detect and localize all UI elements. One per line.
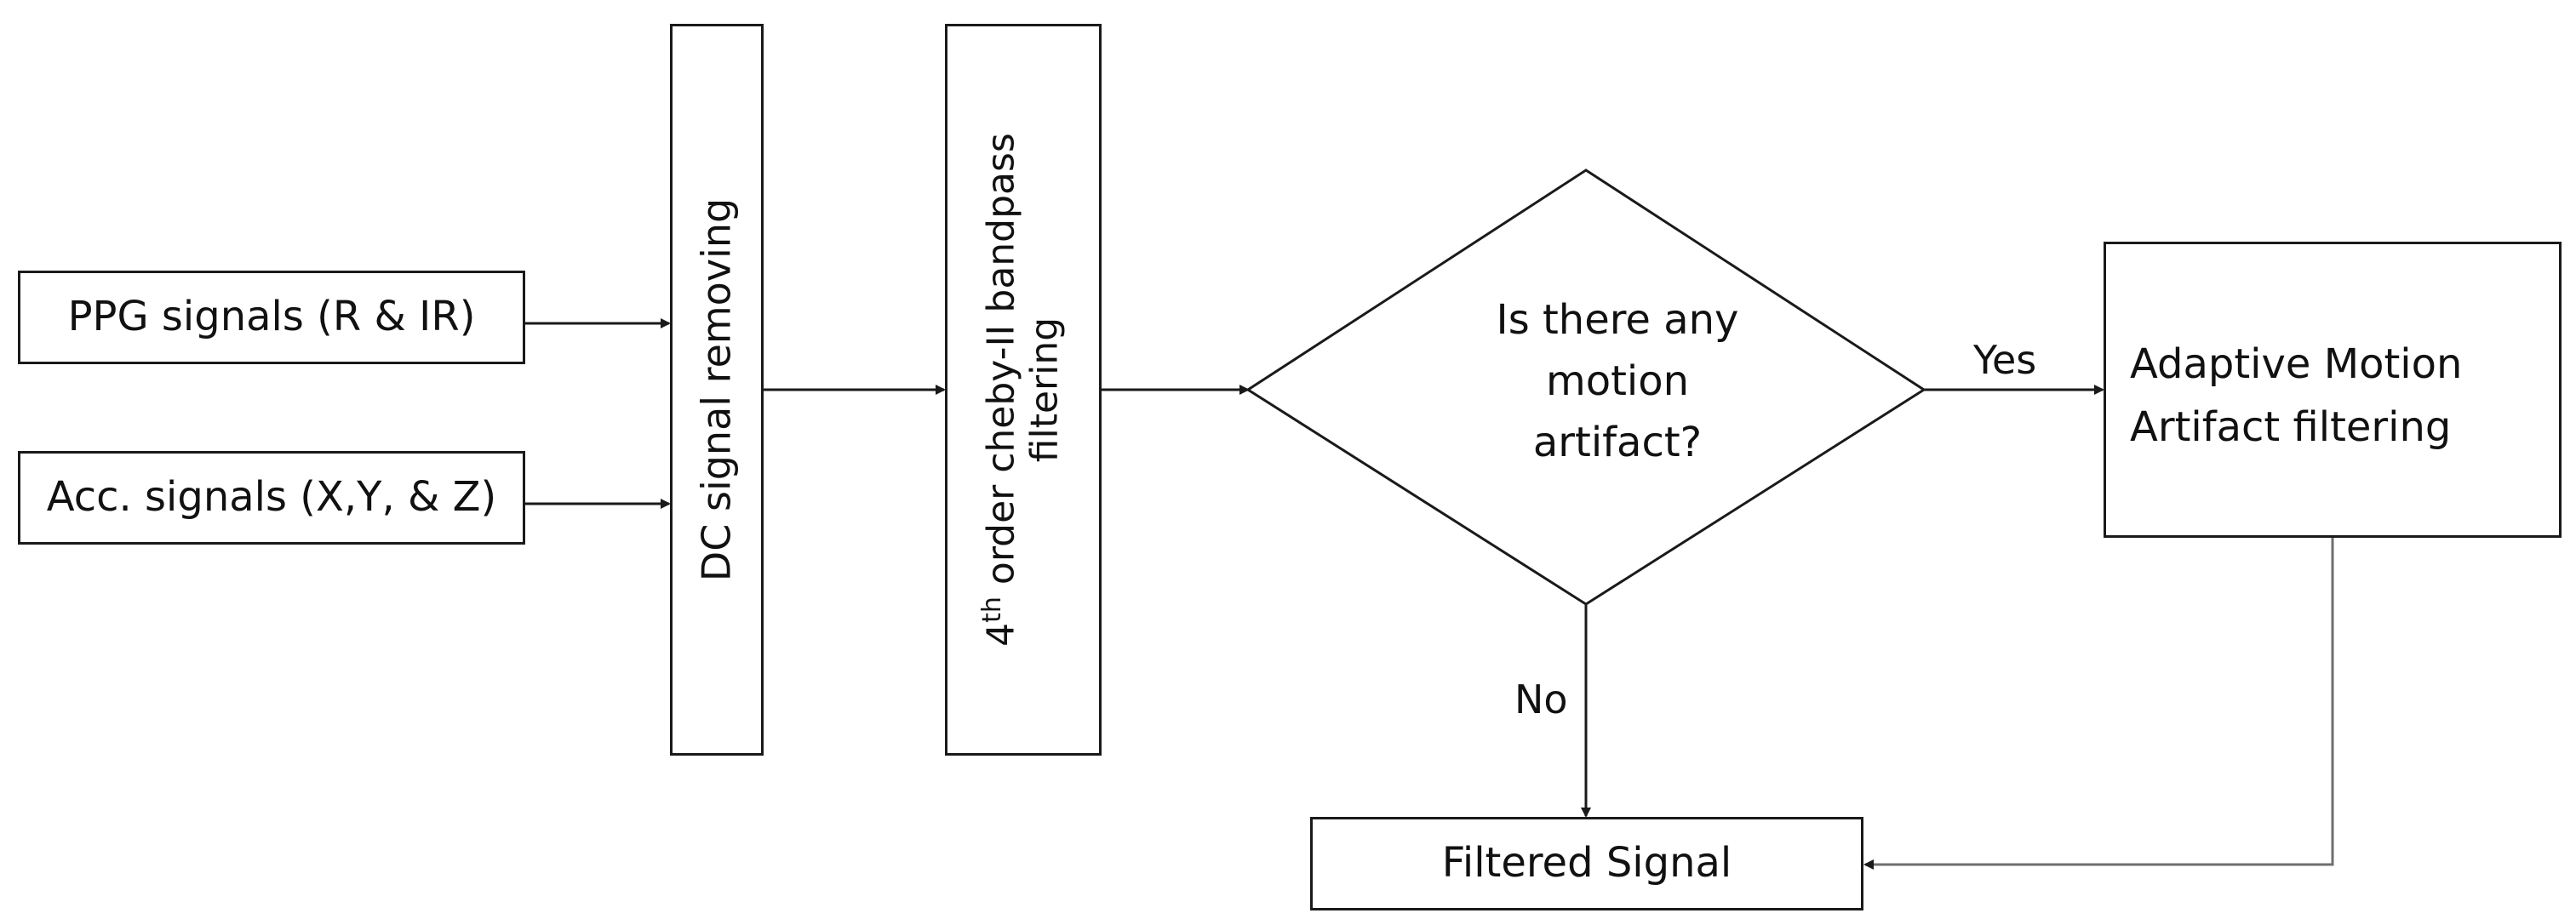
- yes-label: Yes: [1973, 337, 2037, 383]
- bandpass-order-suffix: th: [976, 596, 1007, 623]
- bandpass-line-two: filtering: [1022, 317, 1066, 463]
- bandpass-filter-label: 4th order cheby-II bandpass filtering: [976, 133, 1066, 647]
- dc-signal-removing-label: DC signal removing: [693, 197, 740, 582]
- bandpass-line-one: 4th order cheby-II bandpass: [976, 133, 1023, 647]
- no-label: No: [1514, 676, 1568, 722]
- adaptive-line-two: Artifact filtering: [2130, 403, 2452, 452]
- ppg-signals-box: PPG signals (R & IR): [18, 271, 525, 364]
- acc-signals-box: Acc. signals (X,Y, & Z): [18, 451, 525, 545]
- ppg-signals-label: PPG signals (R & IR): [67, 293, 476, 341]
- dc-signal-removing-box: DC signal removing: [670, 24, 764, 756]
- adaptive-to-filtered-arrow: [1863, 538, 2334, 870]
- bandpass-filter-box: 4th order cheby-II bandpass filtering: [945, 24, 1102, 756]
- acc-signals-label: Acc. signals (X,Y, & Z): [46, 473, 497, 522]
- adaptive-line-one: Adaptive Motion: [2130, 340, 2463, 388]
- filtered-signal-label: Filtered Signal: [1441, 839, 1732, 888]
- bandpass-order-number: 4: [979, 622, 1023, 647]
- decision-text: Is there any motion artifact?: [1396, 289, 1839, 473]
- adaptive-filter-label: Adaptive Motion Artifact filtering: [2130, 333, 2462, 460]
- filtered-signal-box: Filtered Signal: [1310, 817, 1863, 910]
- bandpass-line-one-rest: order cheby-II bandpass: [979, 133, 1023, 597]
- adaptive-filter-box: Adaptive Motion Artifact filtering: [2104, 242, 2562, 538]
- decision-line-two: motion: [1545, 357, 1690, 405]
- decision-line-three: artifact?: [1532, 419, 1703, 466]
- decision-line-one: Is there any: [1496, 296, 1739, 344]
